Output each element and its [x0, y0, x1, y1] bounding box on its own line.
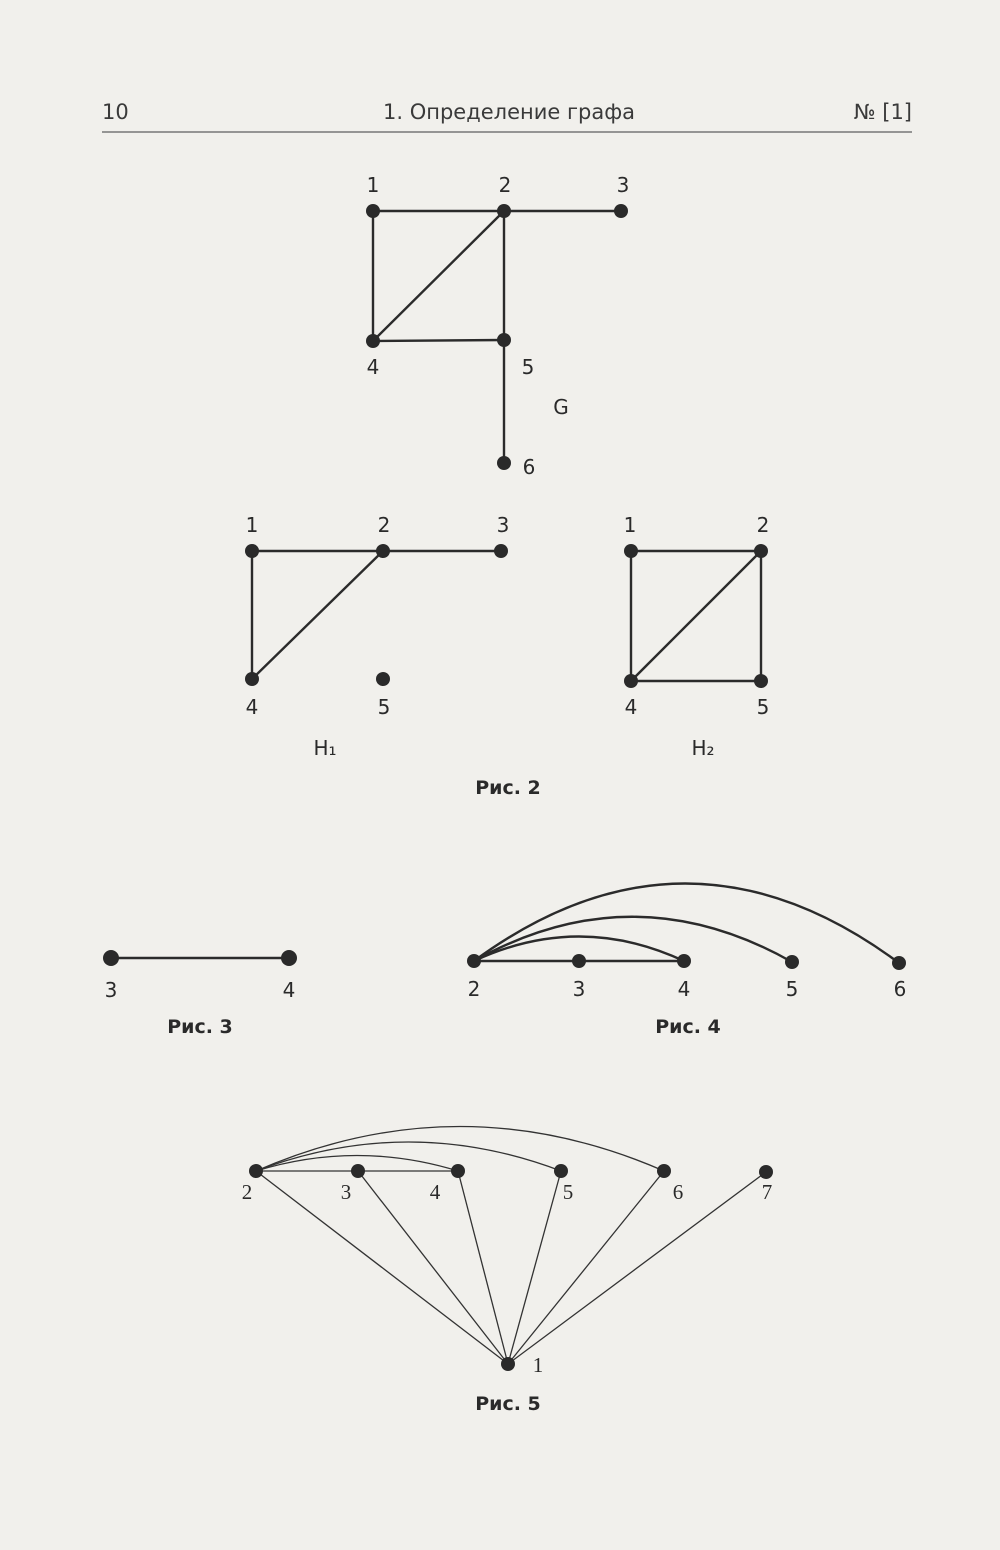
vertex-G-6 [497, 456, 511, 470]
vertex-H2-2 [754, 544, 768, 558]
vertex-F4-3 [572, 954, 586, 968]
vertex-label-H1-3: 3 [497, 513, 510, 537]
edge-F5-1-3 [357, 1170, 509, 1365]
vertex-H1-1 [245, 544, 259, 558]
edge-F5-2-5 [255, 1141, 562, 1172]
vertex-F5-7 [759, 1165, 773, 1179]
vertex-H2-1 [624, 544, 638, 558]
vertex-H1-4 [245, 672, 259, 686]
vertex-H2-4 [624, 674, 638, 688]
vertex-label-F4-2: 2 [468, 977, 481, 1001]
vertex-F4-5 [785, 955, 799, 969]
figure-caption-2: Рис. 2 [475, 777, 541, 799]
vertex-F5-5 [554, 1164, 568, 1178]
vertex-label-F3-3: 3 [105, 978, 118, 1002]
graph-name-G: G [553, 395, 569, 419]
edge-F4-2-4 [473, 935, 685, 963]
edge-F5-1-6 [507, 1170, 665, 1365]
figure-caption-3: Рис. 3 [167, 1016, 233, 1038]
vertex-label-F5-5: 5 [563, 1180, 574, 1204]
vertex-H1-5 [376, 672, 390, 686]
graph-name-H1: H₁ [313, 736, 336, 760]
vertex-F4-4 [677, 954, 691, 968]
edge-F4-2-6 [473, 882, 900, 964]
edge-G-4-5 [372, 338, 505, 343]
figure-caption-4: Рис. 4 [655, 1016, 721, 1038]
vertex-label-H2-1: 1 [624, 513, 637, 537]
edge-F4-2-5 [473, 915, 793, 964]
vertex-label-F4-4: 4 [678, 977, 691, 1001]
vertex-label-F5-1: 1 [533, 1353, 544, 1377]
vertex-label-H1-1: 1 [246, 513, 259, 537]
page-number: 10 [102, 100, 129, 124]
edge-F5-1-5 [507, 1170, 562, 1365]
vertex-G-5 [497, 333, 511, 347]
edge-H2-2-4 [630, 550, 762, 682]
vertex-G-4 [366, 334, 380, 348]
vertex-label-G-4: 4 [367, 355, 380, 379]
chapter-title: 1. Определение графа [383, 100, 635, 124]
vertex-F5-4 [451, 1164, 465, 1178]
vertex-G-1 [366, 204, 380, 218]
vertex-label-H2-5: 5 [757, 695, 770, 719]
vertex-label-H1-2: 2 [378, 513, 391, 537]
vertex-F3-3 [103, 950, 119, 966]
reference-number: № [1] [854, 100, 912, 124]
vertex-label-F5-3: 3 [341, 1180, 352, 1204]
vertex-G-3 [614, 204, 628, 218]
vertex-label-F3-4: 4 [283, 978, 296, 1002]
vertex-label-G-2: 2 [499, 173, 512, 197]
edge-F5-2-6 [255, 1125, 665, 1172]
vertex-F5-6 [657, 1164, 671, 1178]
vertex-label-H2-2: 2 [757, 513, 770, 537]
vertex-label-G-3: 3 [617, 173, 630, 197]
vertex-F4-6 [892, 956, 906, 970]
vertex-label-F5-4: 4 [430, 1180, 441, 1204]
vertex-label-F4-5: 5 [786, 977, 799, 1001]
vertex-label-G-5: 5 [522, 355, 535, 379]
vertex-F5-2 [249, 1164, 263, 1178]
vertex-F3-4 [281, 950, 297, 966]
vertex-H1-3 [494, 544, 508, 558]
vertex-G-2 [497, 204, 511, 218]
vertex-F5-1 [501, 1357, 515, 1371]
vertex-label-H1-5: 5 [378, 695, 391, 719]
vertex-label-H2-4: 4 [625, 695, 638, 719]
vertex-F4-2 [467, 954, 481, 968]
vertex-F5-3 [351, 1164, 365, 1178]
graph-name-H2: H₂ [691, 736, 714, 760]
figure-caption-5: Рис. 5 [475, 1393, 541, 1415]
edge-F5-1-2 [255, 1170, 509, 1365]
vertex-label-G-6: 6 [523, 455, 536, 479]
vertex-label-G-1: 1 [367, 173, 380, 197]
vertex-label-F4-6: 6 [894, 977, 907, 1001]
vertex-label-F5-2: 2 [242, 1180, 253, 1204]
vertex-label-F4-3: 3 [573, 977, 586, 1001]
edge-F5-2-4 [255, 1154, 459, 1172]
vertex-label-F5-6: 6 [673, 1180, 684, 1204]
vertex-label-H1-4: 4 [246, 695, 259, 719]
edge-F5-1-4 [457, 1170, 509, 1365]
vertex-H1-2 [376, 544, 390, 558]
edge-F5-1-7 [507, 1171, 767, 1365]
vertex-H2-5 [754, 674, 768, 688]
edge-G-2-4 [372, 210, 505, 342]
vertex-label-F5-7: 7 [762, 1180, 773, 1204]
edge-H1-2-4 [251, 550, 384, 680]
